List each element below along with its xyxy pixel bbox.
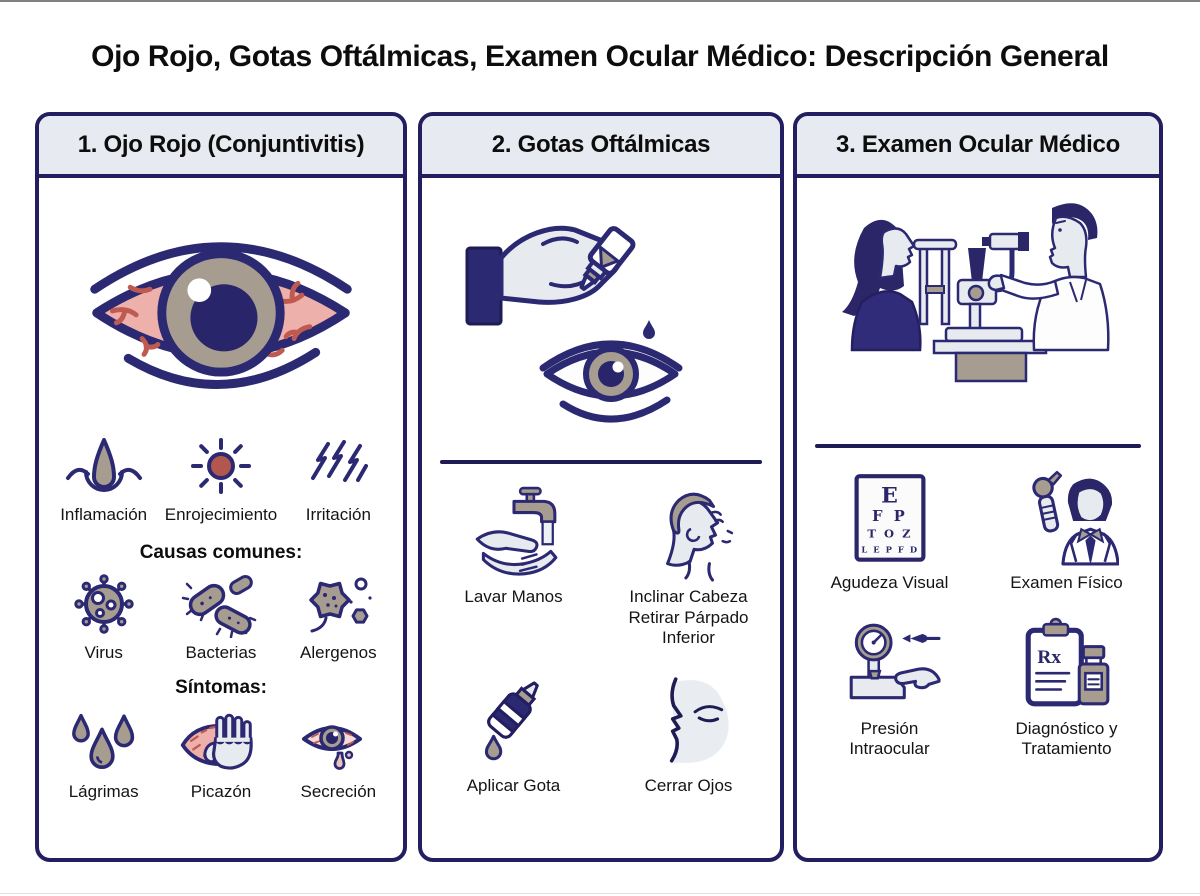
step-label: Inclinar Cabeza Retirar Párpado Inferior	[628, 587, 749, 648]
sign-label: Enrojecimiento	[164, 505, 278, 524]
eye-chart-row-4: L E P F D	[861, 544, 918, 554]
tilt-head-icon	[637, 480, 741, 582]
page-title: Ojo Rojo, Gotas Oftálmicas, Examen Ocula…	[91, 40, 1109, 73]
step-tilt-head: Inclinar Cabeza Retirar Párpado Inferior	[601, 480, 776, 649]
step-intraocular-pressure: Presión Intraocular	[801, 612, 978, 760]
eye-exam-illustration	[818, 190, 1138, 422]
eye-chart-row-2: F P	[872, 508, 908, 525]
cause-allergens: Alergenos	[280, 572, 397, 664]
step-label: Presión Intraocular	[849, 718, 930, 759]
cause-label: Alergenos	[300, 642, 377, 662]
itching-icon	[177, 707, 265, 777]
symptoms-heading: Síntomas:	[175, 677, 267, 699]
inflammation-icon	[62, 432, 146, 500]
step-physical-exam: Examen Físico	[978, 466, 1155, 594]
step-visual-acuity: E F P T O Z L E P F D Agudeza Visual	[801, 466, 978, 594]
redness-icon	[179, 432, 263, 500]
eye-exam-divider	[815, 444, 1141, 448]
visual-acuity-chart-icon: E F P T O Z L E P F D	[843, 466, 937, 568]
physical-exam-icon	[1015, 466, 1119, 568]
intraocular-pressure-icon	[838, 612, 942, 714]
symptom-label: Lágrimas	[68, 782, 139, 802]
symptom-label: Secreción	[300, 782, 377, 802]
top-edge-line	[0, 0, 1200, 2]
wash-hands-icon	[462, 480, 566, 582]
step-label: Lavar Manos	[464, 587, 563, 606]
sign-redness: Enrojecimiento	[162, 432, 279, 526]
bottom-edge-line	[0, 893, 1200, 894]
step-wash-hands: Lavar Manos	[426, 480, 601, 649]
eye-chart-row-1: E	[881, 482, 899, 508]
symptom-label: Picazón	[190, 782, 252, 802]
panel-eye-exam-header: 3. Examen Ocular Médico	[797, 116, 1159, 178]
step-label: Cerrar Ojos	[644, 776, 733, 796]
sign-inflammation: Inflamación	[45, 432, 162, 526]
close-eyes-icon	[637, 669, 741, 771]
eye-chart-row-3: T O Z	[867, 527, 912, 541]
step-label: Examen Físico	[1010, 573, 1123, 592]
rx-label: Rx	[1037, 647, 1061, 668]
step-label: Agudeza Visual	[830, 573, 949, 592]
sign-label: Inflamación	[60, 505, 148, 524]
discharge-icon	[296, 707, 380, 777]
irritation-icon	[296, 432, 380, 500]
panel-eye-drops-header: 2. Gotas Oftálmicas	[422, 116, 780, 178]
symptom-tears: Lágrimas	[45, 707, 162, 803]
panel-eye-drops: 2. Gotas Oftálmicas	[418, 112, 784, 862]
cause-label: Bacterias	[185, 642, 257, 662]
bacteria-icon	[179, 572, 263, 638]
red-eye-illustration	[73, 192, 369, 420]
apply-drop-icon	[462, 669, 566, 771]
cause-bacteria: Bacterias	[162, 572, 279, 664]
diagnosis-treatment-icon: Rx	[1015, 612, 1119, 714]
allergens-icon	[296, 572, 380, 638]
sign-irritation: Irritación	[280, 432, 397, 526]
eye-drops-divider	[439, 460, 763, 464]
tears-icon	[62, 707, 146, 777]
cause-virus: Virus	[45, 572, 162, 664]
cause-label: Virus	[84, 642, 123, 662]
step-apply-drop: Aplicar Gota	[426, 669, 601, 797]
step-diagnosis-treatment: Rx Diagnóstico y Tratamiento	[978, 612, 1155, 760]
causes-heading: Causas comunes:	[139, 541, 303, 563]
panel-red-eye-header: 1. Ojo Rojo (Conjuntivitis)	[39, 116, 403, 178]
panel-eye-exam: 3. Examen Ocular Médico	[793, 112, 1163, 862]
step-label: Aplicar Gota	[466, 776, 561, 796]
step-label: Diagnóstico y Tratamiento	[1015, 718, 1118, 759]
eye-drops-illustration	[451, 186, 751, 444]
step-close-eyes: Cerrar Ojos	[601, 669, 776, 797]
symptom-discharge: Secreción	[280, 707, 397, 803]
virus-icon	[62, 572, 146, 638]
symptom-itching: Picazón	[162, 707, 279, 803]
panel-red-eye: 1. Ojo Rojo (Conjuntivitis)	[35, 112, 407, 862]
sign-label: Irritación	[305, 505, 371, 524]
